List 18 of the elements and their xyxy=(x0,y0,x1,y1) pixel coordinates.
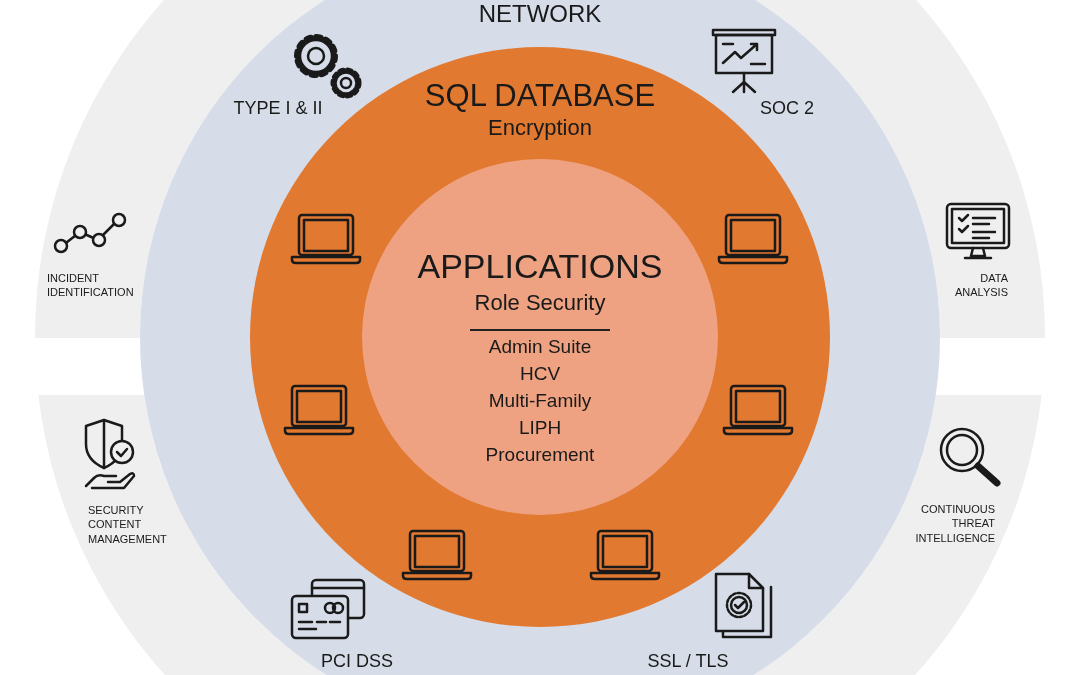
list-item: Multi-Family xyxy=(488,390,592,412)
feature-label: DATA ANALYSIS xyxy=(954,271,1008,300)
ring-subtitle: Encryption xyxy=(488,115,592,141)
feature-label: CONTINUOUS THREAT INTELLIGENCE xyxy=(914,502,995,545)
circle-subtitle: Role Security xyxy=(474,290,606,316)
standard-label: PCI DSS xyxy=(321,650,393,673)
list-item: LIPH xyxy=(518,417,562,439)
feature-label: SECURITY CONTENT MANAGEMENT xyxy=(88,503,168,546)
list-item: Admin Suite xyxy=(488,336,592,358)
list-item: HCV xyxy=(519,363,561,385)
standard-label: SSL / TLS xyxy=(647,650,729,673)
standard-label: SOC 2 xyxy=(760,97,814,120)
circle-title: APPLICATIONS xyxy=(417,247,663,287)
list-item: Procurement xyxy=(485,444,595,466)
ring-title: SQL DATABASE xyxy=(424,78,656,114)
feature-label: INCIDENT IDENTIFICATION xyxy=(47,271,135,300)
ring-title: NETWORK xyxy=(478,0,602,28)
standard-label: TYPE I & II xyxy=(233,97,323,120)
